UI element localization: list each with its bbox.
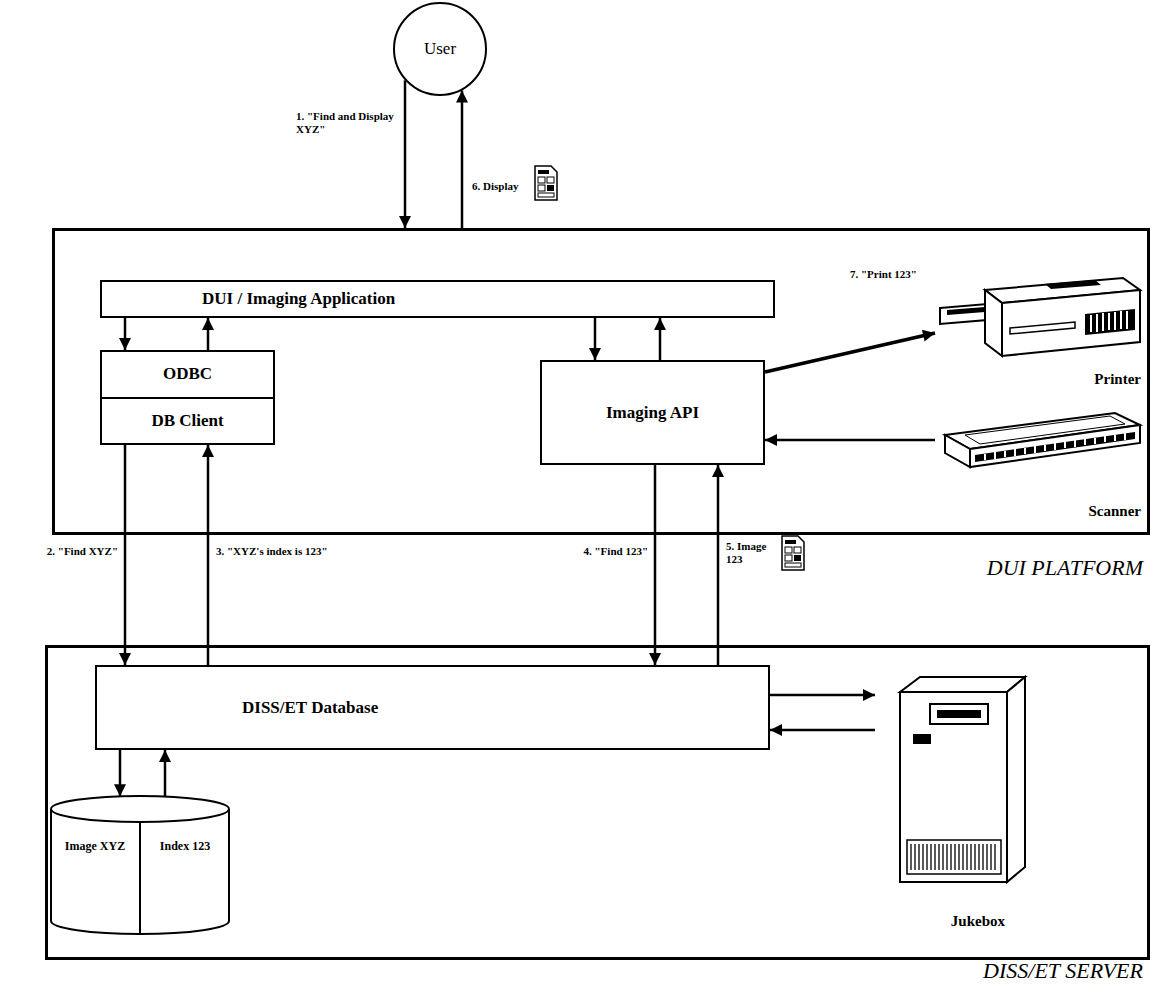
platform-boundary: DUI PLATFORMDUI / Imaging ApplicationODB… bbox=[52, 228, 1150, 535]
storage-label: Image XYZ bbox=[54, 839, 136, 854]
cylinder-outline bbox=[50, 795, 230, 935]
user-circle: User bbox=[393, 2, 487, 96]
step-label: 7. "Print 123" bbox=[850, 268, 940, 281]
printer-device: Printer bbox=[935, 268, 1145, 388]
flow-arrow bbox=[119, 750, 122, 796]
document-cell bbox=[538, 193, 554, 197]
storage-label: Index 123 bbox=[144, 839, 226, 854]
device-picture bbox=[935, 268, 1145, 363]
device-picture bbox=[935, 405, 1145, 483]
flow-arrow bbox=[207, 318, 210, 350]
box-section: DB Client bbox=[102, 397, 273, 444]
document-icon bbox=[782, 536, 804, 570]
document-bar bbox=[538, 170, 549, 174]
scanner-drawing bbox=[935, 405, 1145, 483]
flow-arrow bbox=[594, 318, 597, 360]
flow-arrow bbox=[770, 694, 875, 697]
step-label: 3. "XYZ's index is 123" bbox=[216, 545, 366, 558]
document-outline bbox=[535, 166, 557, 200]
document-icon bbox=[535, 166, 557, 200]
flow-arrow bbox=[770, 729, 875, 732]
document-cell bbox=[794, 547, 801, 553]
step-label: 2. "Find XYZ" bbox=[4, 545, 118, 558]
flow-arrow bbox=[654, 465, 657, 665]
db-client-box: ODBC DB Client bbox=[100, 350, 275, 445]
jukebox-drawing bbox=[875, 672, 1035, 887]
flow-arrow bbox=[124, 445, 127, 665]
boundary-heading: DISS/ET SERVER bbox=[983, 959, 1143, 983]
box-label: DUI / Imaging Application bbox=[202, 289, 395, 309]
box-label: DB Client bbox=[151, 411, 223, 431]
cylinder-shape bbox=[50, 795, 230, 935]
server-boundary: DISS/ET SERVERDISS/ET DatabaseImage XYZI… bbox=[45, 645, 1150, 960]
step-label: 1. "Find and Display XYZ" bbox=[296, 110, 396, 136]
step-label: 4. "Find 123" bbox=[546, 545, 648, 558]
document-cell bbox=[538, 185, 545, 191]
scanner-device: Scanner bbox=[935, 405, 1145, 520]
document-cell bbox=[785, 563, 801, 567]
document-cell bbox=[547, 185, 554, 191]
box-section: ODBC bbox=[102, 352, 273, 397]
database-bar: DISS/ET Database bbox=[95, 665, 770, 750]
flow-arrow bbox=[461, 91, 464, 228]
flow-arrow bbox=[717, 465, 720, 665]
box-label: DISS/ET Database bbox=[242, 698, 378, 718]
document-bar bbox=[785, 540, 796, 544]
api-box: Imaging API bbox=[540, 360, 765, 465]
document-cell bbox=[538, 177, 545, 183]
box-label: ODBC bbox=[163, 364, 212, 384]
application-bar: DUI / Imaging Application bbox=[100, 280, 775, 318]
flow-arrow bbox=[207, 445, 210, 665]
step-label: 5. Image 123 bbox=[726, 540, 778, 566]
device-label: Scanner bbox=[1089, 502, 1142, 520]
device-picture bbox=[875, 672, 1035, 887]
flow-arrow bbox=[659, 318, 662, 360]
document-cell bbox=[794, 555, 801, 561]
jukebox-device: Jukebox bbox=[875, 672, 1035, 930]
device-label: Jukebox bbox=[951, 912, 1005, 930]
flow-arrow bbox=[164, 750, 167, 797]
storage-cylinder: Image XYZ Index 123 bbox=[50, 795, 230, 935]
document-cell bbox=[785, 547, 792, 553]
printer-drawing bbox=[935, 268, 1145, 363]
document-outline bbox=[782, 536, 804, 570]
device-label: Printer bbox=[1094, 370, 1141, 388]
boundary-heading: DUI PLATFORM bbox=[987, 556, 1143, 580]
flow-arrow bbox=[404, 80, 407, 228]
document-cell bbox=[547, 177, 554, 183]
flow-arrow bbox=[765, 333, 935, 372]
box-label: Imaging API bbox=[606, 403, 699, 423]
flow-arrow bbox=[765, 439, 935, 442]
flow-arrow bbox=[124, 318, 127, 350]
document-cell bbox=[785, 555, 792, 561]
actor-label: User bbox=[424, 39, 456, 59]
step-label: 6. Display bbox=[472, 180, 532, 193]
